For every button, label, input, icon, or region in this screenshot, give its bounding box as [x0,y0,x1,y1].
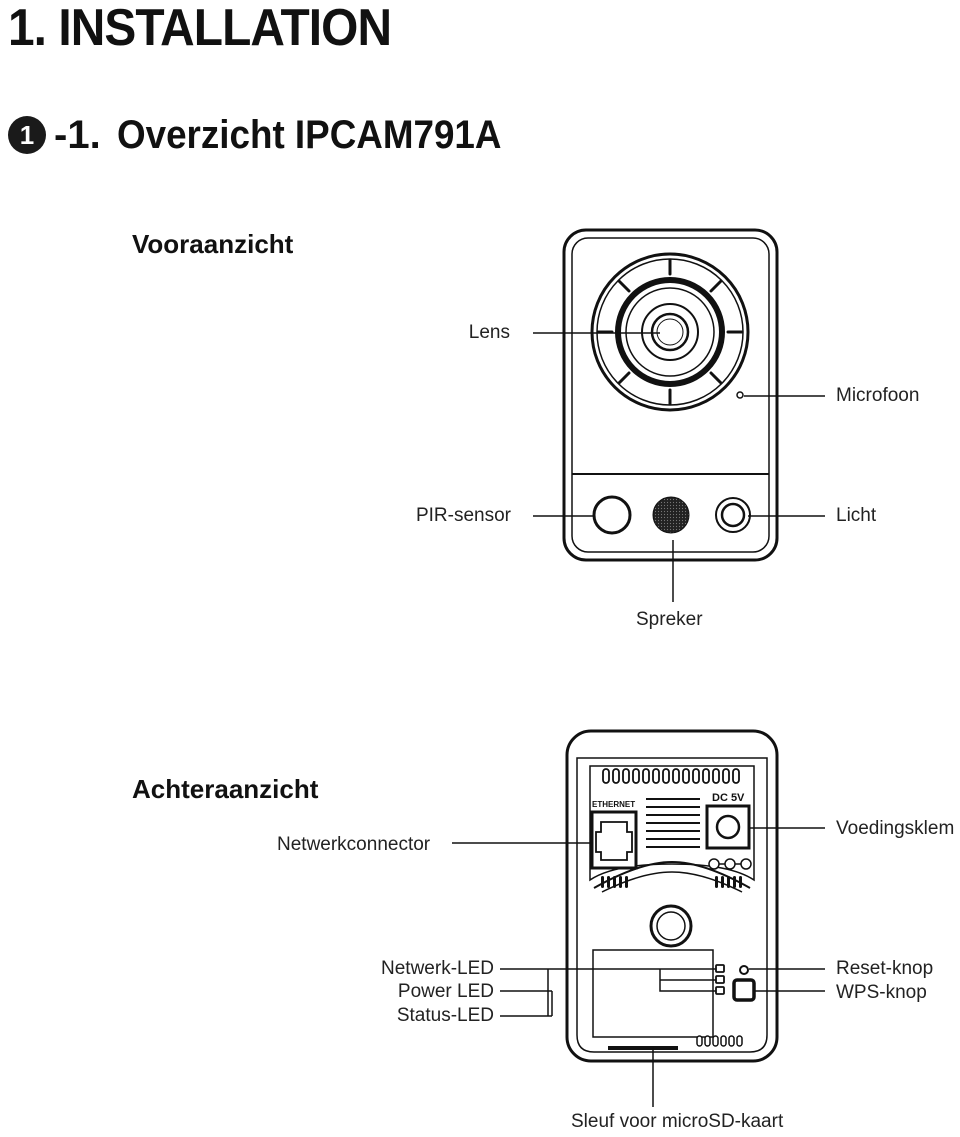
label-microphone: Microfoon [836,385,920,406]
lens-assembly [590,252,750,412]
microphone-hole [736,391,744,399]
ethernet-port[interactable] [590,810,638,870]
section-title-text: Overzicht IPCAM791A [116,112,502,157]
front-leader-lines [533,332,825,602]
label-speaker: Spreker [636,609,703,630]
label-network-led: Netwerk-LED [381,958,494,979]
label-microsd-slot: Sleuf voor microSD-kaart [571,1111,784,1132]
speaker-grille [652,496,690,534]
light-led [715,497,751,533]
mount-hole [649,904,693,948]
label-wps-button: WPS-knop [836,982,927,1003]
dc-text: DC 5V [712,792,745,804]
power-jack[interactable] [705,804,752,870]
side-vents [601,876,742,888]
section-title: 1 -1. Overzicht IPCAM791A [8,110,535,160]
top-vents [602,768,740,784]
rear-view-heading: Achteraanzicht [132,774,319,804]
wps-button[interactable] [732,978,756,1002]
label-network-connector: Netwerkconnector [277,834,431,855]
ethernet-text: ETHERNET [592,800,635,809]
reset-button[interactable] [739,965,749,975]
label-status-led: Status-LED [396,1005,494,1026]
label-lens: Lens [468,322,510,343]
section-prefix: -1. [54,112,101,157]
page-title: 1. INSTALLATION [8,0,392,57]
rear-leader-lines [452,827,825,1107]
label-power-jack: Voedingsklem [836,818,955,839]
bottom-vents [696,1035,743,1047]
status-leds [715,964,725,995]
label-area [592,949,714,1038]
rear-grille [646,798,700,848]
label-pir-sensor: PIR-sensor [415,505,511,526]
pir-sensor [592,495,632,535]
front-view-heading: Vooraanzicht [132,229,294,259]
label-reset-button: Reset-knop [836,958,934,979]
label-power-led: Power LED [397,981,494,1002]
section-number-badge: 1 [8,116,46,154]
microsd-slot[interactable] [608,1046,678,1050]
label-light: Licht [836,505,877,526]
